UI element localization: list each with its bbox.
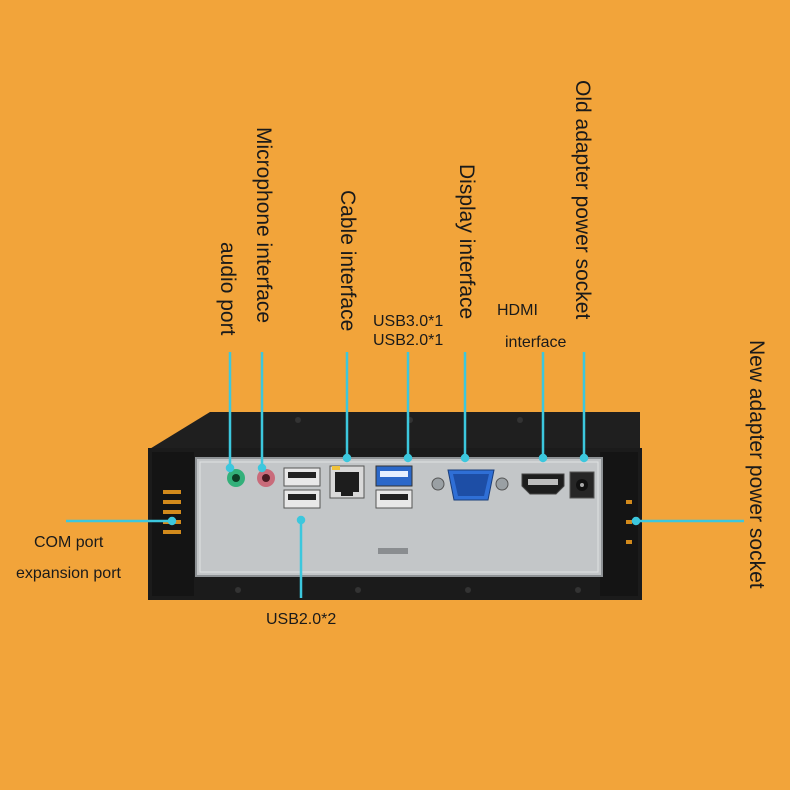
label-expansion-port: expansion port <box>16 565 121 582</box>
label-hdmi: HDMI <box>497 302 538 319</box>
label-hdmi-interface: interface <box>505 334 567 351</box>
label-microphone-interface: Microphone interface <box>252 127 275 324</box>
label-com-port: COM port <box>34 534 104 551</box>
label-usb2-single: USB2.0*1 <box>373 332 444 349</box>
rj45-port-icon <box>329 465 365 499</box>
hdmi-port-icon <box>521 473 565 495</box>
label-audio-port: audio port <box>216 242 239 336</box>
label-cable-interface: Cable interface <box>336 190 359 332</box>
vga-port-icon <box>431 469 509 501</box>
leader-lines <box>66 352 744 598</box>
label-usb2-double: USB2.0*2 <box>266 611 337 628</box>
label-usb3: USB3.0*1 <box>373 313 444 330</box>
microphone-jack-icon <box>257 469 275 487</box>
usb-port-icon <box>283 467 321 509</box>
usb-port-icon <box>375 465 413 509</box>
label-new-adapter-power-socket: New adapter power socket <box>745 340 768 589</box>
dc-power-socket-icon <box>569 471 595 499</box>
label-display-interface: Display interface <box>455 164 478 320</box>
label-old-adapter-power-socket: Old adapter power socket <box>571 80 594 320</box>
audio-jack-icon <box>227 469 245 487</box>
